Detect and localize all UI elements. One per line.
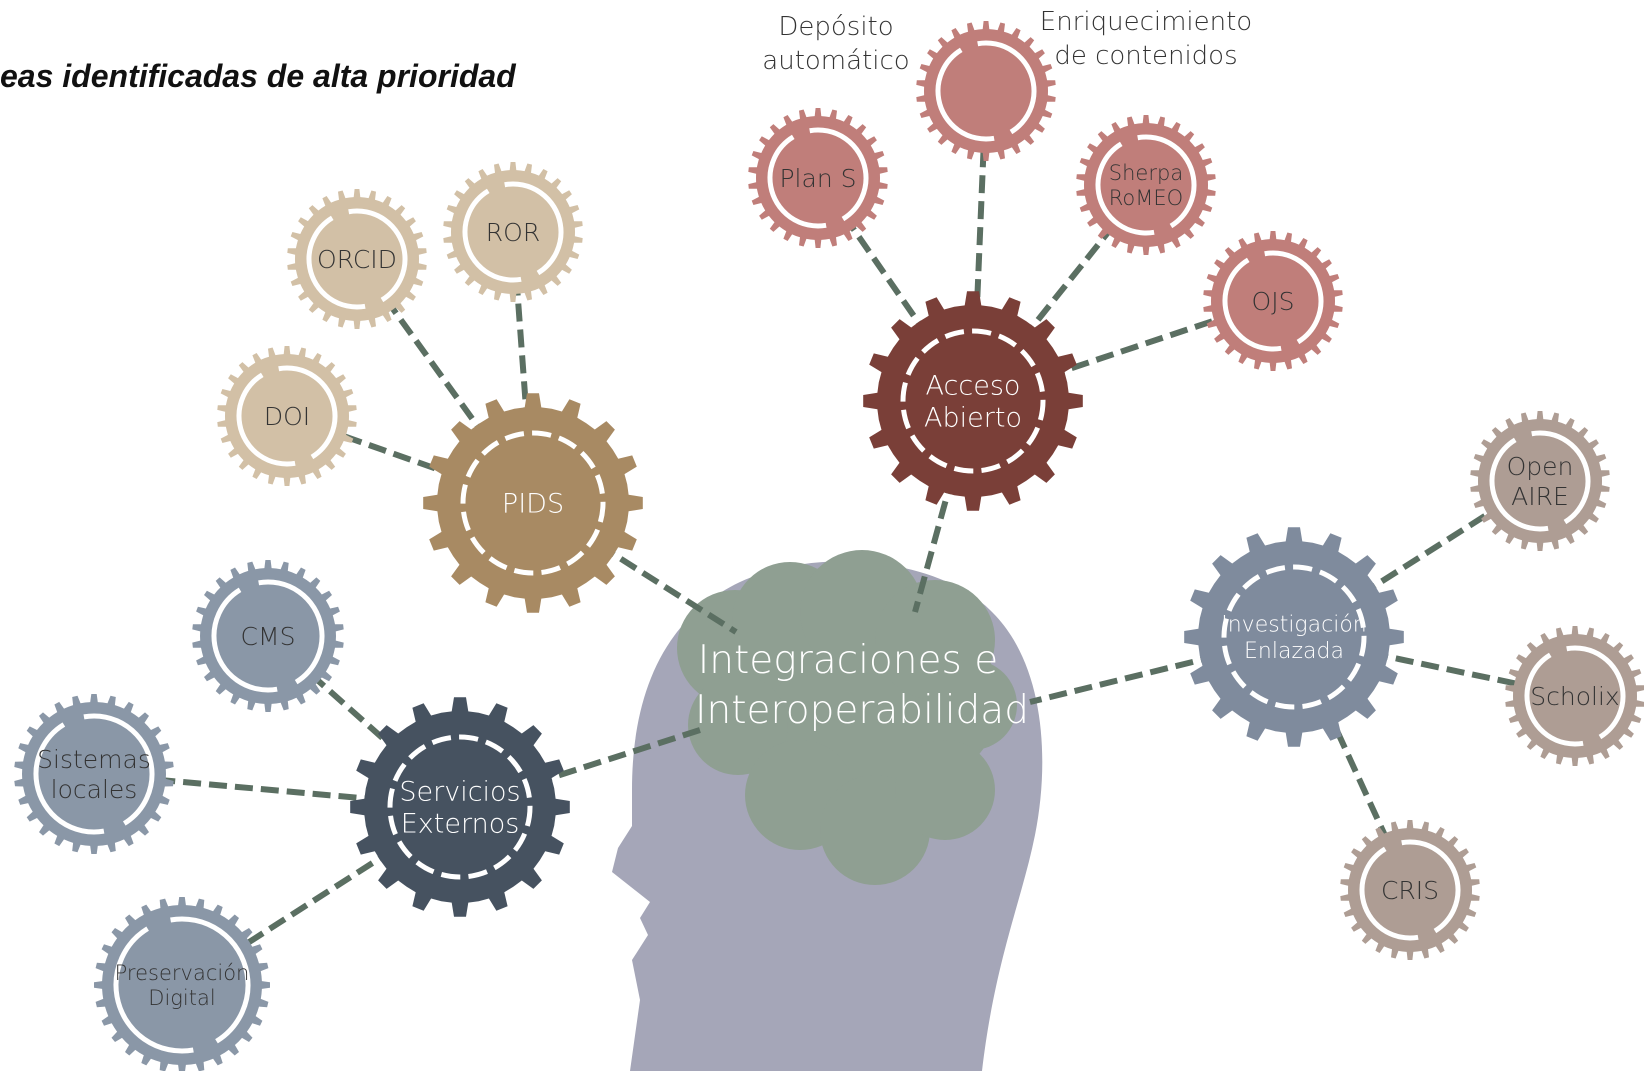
gear-label-servicios-line-1: Servicios: [399, 776, 520, 807]
gear-label-scholix-line-1: Scholix: [1530, 682, 1619, 711]
gear-ring: [767, 127, 869, 229]
label-deposito-line-1: Depósito: [778, 12, 893, 42]
gear-ojs: OJS: [1203, 231, 1343, 371]
gear-body: [423, 393, 643, 613]
gear-ring: [460, 430, 606, 576]
gear-label-pids-line-1: PIDS: [502, 489, 564, 520]
gear-ring: [1221, 564, 1367, 710]
gear-ring: [211, 579, 325, 693]
label-enriquecimiento-line-2: de contenidos: [1054, 41, 1237, 71]
gear-label-sistemas-line-2: locales: [51, 775, 138, 804]
connector-acceso-plan_s: [815, 176, 976, 403]
gear-label-investigacion-line-2: Enlazada: [1244, 639, 1344, 664]
gear-ring: [1222, 250, 1324, 352]
gear-pids: PIDS: [423, 393, 643, 613]
gear-label-acceso-line-2: Abierto: [924, 403, 1022, 434]
gear-doi: DOI: [217, 346, 357, 486]
gear-body: [1184, 527, 1404, 747]
connector-investigacion-cris: [1291, 635, 1413, 892]
gear-ring: [1359, 839, 1461, 941]
gear-label-servicios-line-2: Externos: [401, 809, 520, 840]
gear-cms: CMS: [192, 560, 344, 712]
gear-label-openaire-line-1: Open: [1507, 452, 1574, 481]
gear-ring: [387, 734, 533, 880]
center-label-line-2: Interoperabilidad: [695, 688, 1029, 733]
gear-label-sherpa-line-1: Sherpa: [1109, 161, 1183, 185]
gear-body: [863, 291, 1083, 511]
brain-cloud: [677, 550, 1017, 885]
gear-scholix: Scholix: [1505, 626, 1644, 766]
gear-label-cris-line-1: CRIS: [1381, 876, 1439, 905]
label-deposito-line-2: automático: [762, 46, 909, 76]
connector-center-investigacion: [1029, 634, 1295, 705]
gear-label-plan-s-line-1: Plan S: [779, 164, 856, 193]
gear-label-ojs-line-1: OJS: [1252, 287, 1295, 316]
gear-ring: [1489, 430, 1591, 532]
gear-label-investigacion-line-1: Investigación: [1221, 613, 1366, 638]
gear-body: [350, 697, 570, 917]
gear-label-cms-line-1: CMS: [241, 622, 296, 651]
gear-body: [94, 897, 270, 1071]
gear-label-orcid-line-1: ORCID: [317, 245, 397, 274]
gear-ring: [462, 181, 564, 283]
gear-ring: [236, 365, 338, 467]
gear-plan-s: Plan S: [748, 108, 888, 248]
gear-label-sistemas-line-1: Sistemas: [37, 745, 151, 774]
gear-ring: [113, 916, 251, 1054]
gear-ring: [935, 40, 1037, 142]
gear-label-acceso-line-1: Acceso: [926, 370, 1021, 401]
gear-ring: [1095, 134, 1197, 236]
gear-ror: ROR: [443, 162, 583, 302]
gear-ring: [306, 208, 408, 310]
gear-label-sherpa-line-2: RoMEO: [1109, 186, 1183, 210]
label-enriquecimiento-line-1: Enriquecimiento: [1040, 7, 1252, 37]
gear-orcid: ORCID: [287, 189, 427, 329]
gear-ring: [900, 328, 1046, 474]
page-title: eas identificadas de alta prioridad: [0, 58, 517, 94]
gear-cris: CRIS: [1340, 820, 1480, 960]
connector-pids-ror: [510, 231, 536, 504]
gear-label-doi-line-1: DOI: [264, 402, 310, 431]
gear-ring: [1524, 645, 1626, 747]
gear-label-openaire-line-2: AIRE: [1511, 482, 1569, 511]
gear-label-preservacion-line-2: Digital: [148, 986, 215, 1010]
connector-acceso-sherpa: [970, 183, 1149, 403]
center-label-line-1: Integraciones e: [698, 638, 998, 683]
gear-enriquecimiento: [916, 21, 1056, 161]
gear-label-ror-line-1: ROR: [486, 218, 540, 247]
gear-ring: [33, 713, 155, 835]
gear-label-preservacion-line-1: Preservación: [115, 961, 250, 985]
